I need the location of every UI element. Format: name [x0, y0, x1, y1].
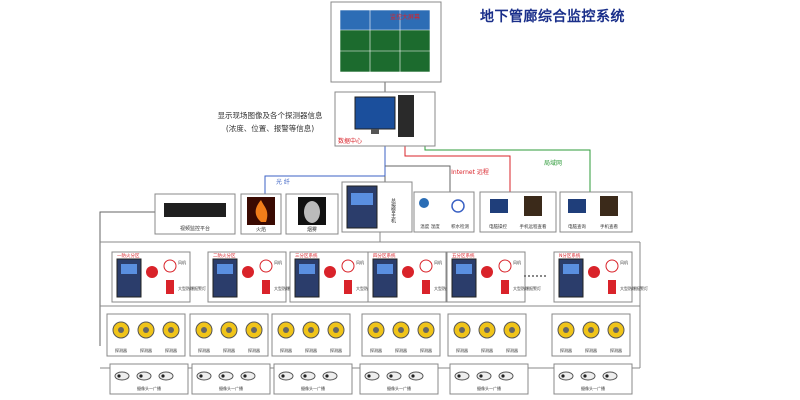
detector-group: 探测器 探测器 探测器	[106, 313, 186, 357]
info-line-2: (浓度、位置、报警等信息)	[226, 123, 314, 133]
datacenter-label: 数据中心	[338, 137, 362, 145]
water-label: 积水检测	[451, 223, 469, 230]
zone-controller: 三分区系统风机大型防爆报警灯	[289, 251, 384, 303]
detector-label: 探测器	[610, 347, 622, 353]
info-line-1: 显示现场图像及各个探测器信息	[218, 110, 323, 120]
detector-label: 探测器	[223, 347, 235, 353]
controller-label: 一防火分区	[117, 252, 140, 259]
phone-remote-label: 手机远程查看	[520, 223, 547, 230]
camera-group-label: 摄像头一广播	[301, 385, 325, 391]
camera-group-label: 摄像头一广播	[581, 385, 605, 391]
controller-label: 二防火分区	[213, 252, 236, 259]
detector-label: 探测器	[280, 347, 292, 353]
sensor-line	[385, 165, 451, 192]
detector-label: 探测器	[165, 347, 177, 353]
fan-label: 风机	[620, 259, 628, 265]
main-bus-line	[99, 211, 155, 346]
fiber-label: 光 纤	[276, 178, 290, 186]
alarm-host-box: 总报警主机	[341, 181, 413, 233]
nvr-box: 视频监控平台	[154, 193, 236, 235]
controller-label: 五分区系统	[452, 252, 475, 259]
detector-label: 探测器	[305, 347, 317, 353]
detector-label: 探测器	[420, 347, 432, 353]
detector-label: 探测器	[330, 347, 342, 353]
detector-label: 探测器	[395, 347, 407, 353]
controller-label: 四分区系统	[373, 252, 396, 259]
detector-label: 探测器	[585, 347, 597, 353]
detector-group: 探测器 探测器 探测器	[551, 313, 631, 357]
internet-label: Internet 远程	[451, 168, 489, 176]
detector-group: 探测器 探测器 探测器	[271, 313, 351, 357]
pc-query-label: 电脑查询	[568, 223, 586, 230]
detector-label: 探测器	[140, 347, 152, 353]
phone-query-label: 手机查看	[600, 223, 618, 230]
detector-label: 探测器	[115, 347, 127, 353]
fiber-line	[264, 175, 385, 194]
fan-label: 风机	[274, 259, 282, 265]
sounder-label: 大型防爆报警灯	[274, 285, 302, 291]
detector-label: 探测器	[248, 347, 260, 353]
camera-group: 摄像头一广播	[449, 363, 529, 395]
detector-group: 探测器 探测器 探测器	[447, 313, 527, 357]
page-title: 地下管廊综合监控系统	[480, 9, 625, 25]
controller-label: N分区系统	[559, 252, 581, 259]
sounder-label: 大型防爆报警灯	[620, 285, 648, 291]
fan-label: 风机	[434, 259, 442, 265]
detector-label: 探测器	[481, 347, 493, 353]
remote-box: 电脑操控 手机远程查看	[479, 191, 557, 233]
camera-group-label: 摄像头一广播	[387, 385, 411, 391]
camera-group: 摄像头一广播	[109, 363, 189, 395]
camera-group-label: 摄像头一广播	[219, 385, 243, 391]
videowall-label: 监控大屏幕	[390, 13, 420, 21]
camera-group-label: 摄像头一广播	[137, 385, 161, 391]
camera-group: 摄像头一广播	[273, 363, 353, 395]
fan-label: 风机	[178, 259, 186, 265]
fan-label: 风机	[513, 259, 521, 265]
pc-remote-label: 电脑操控	[489, 223, 507, 230]
nvr-label: 视频监控平台	[180, 225, 210, 232]
smoke-box: 烟雾	[285, 193, 339, 235]
video-wall: 监控大屏幕	[330, 1, 442, 83]
detector-group: 探测器 探测器 探测器	[189, 313, 269, 357]
detector-label: 探测器	[506, 347, 518, 353]
fan-label: 风机	[356, 259, 364, 265]
detector-label: 探测器	[560, 347, 572, 353]
lan-label: 局域网	[544, 159, 562, 167]
detector-label: 探测器	[456, 347, 468, 353]
sounder-label: 大型防爆报警灯	[513, 285, 541, 291]
camera-group: 摄像头一广播	[359, 363, 439, 395]
lan-line	[424, 146, 591, 192]
camera-group-label: 摄像头一广播	[477, 385, 501, 391]
controller-label: 三分区系统	[295, 252, 318, 259]
camera-group: 摄像头一广播	[553, 363, 633, 395]
smoke-label: 烟雾	[307, 226, 317, 233]
detector-label: 探测器	[370, 347, 382, 353]
detector-label: 探测器	[198, 347, 210, 353]
sensor-box: 温度 湿度 积水检测	[413, 191, 475, 233]
data-center: 数据中心	[334, 91, 436, 147]
camera-group: 摄像头一广播	[191, 363, 271, 395]
fire-box: 火焰	[240, 193, 282, 235]
sounder-label: 大型防爆报警灯	[178, 285, 206, 291]
fire-label: 火焰	[256, 226, 266, 233]
internet-line	[404, 146, 511, 192]
temp-humidity-label: 温度 湿度	[420, 223, 440, 230]
ellipsis	[524, 275, 546, 277]
alarm-host-label: 总报警主机	[390, 197, 396, 224]
detector-group: 探测器 探测器 探测器	[361, 313, 441, 357]
lan-box: 电脑查询 手机查看	[559, 191, 633, 233]
